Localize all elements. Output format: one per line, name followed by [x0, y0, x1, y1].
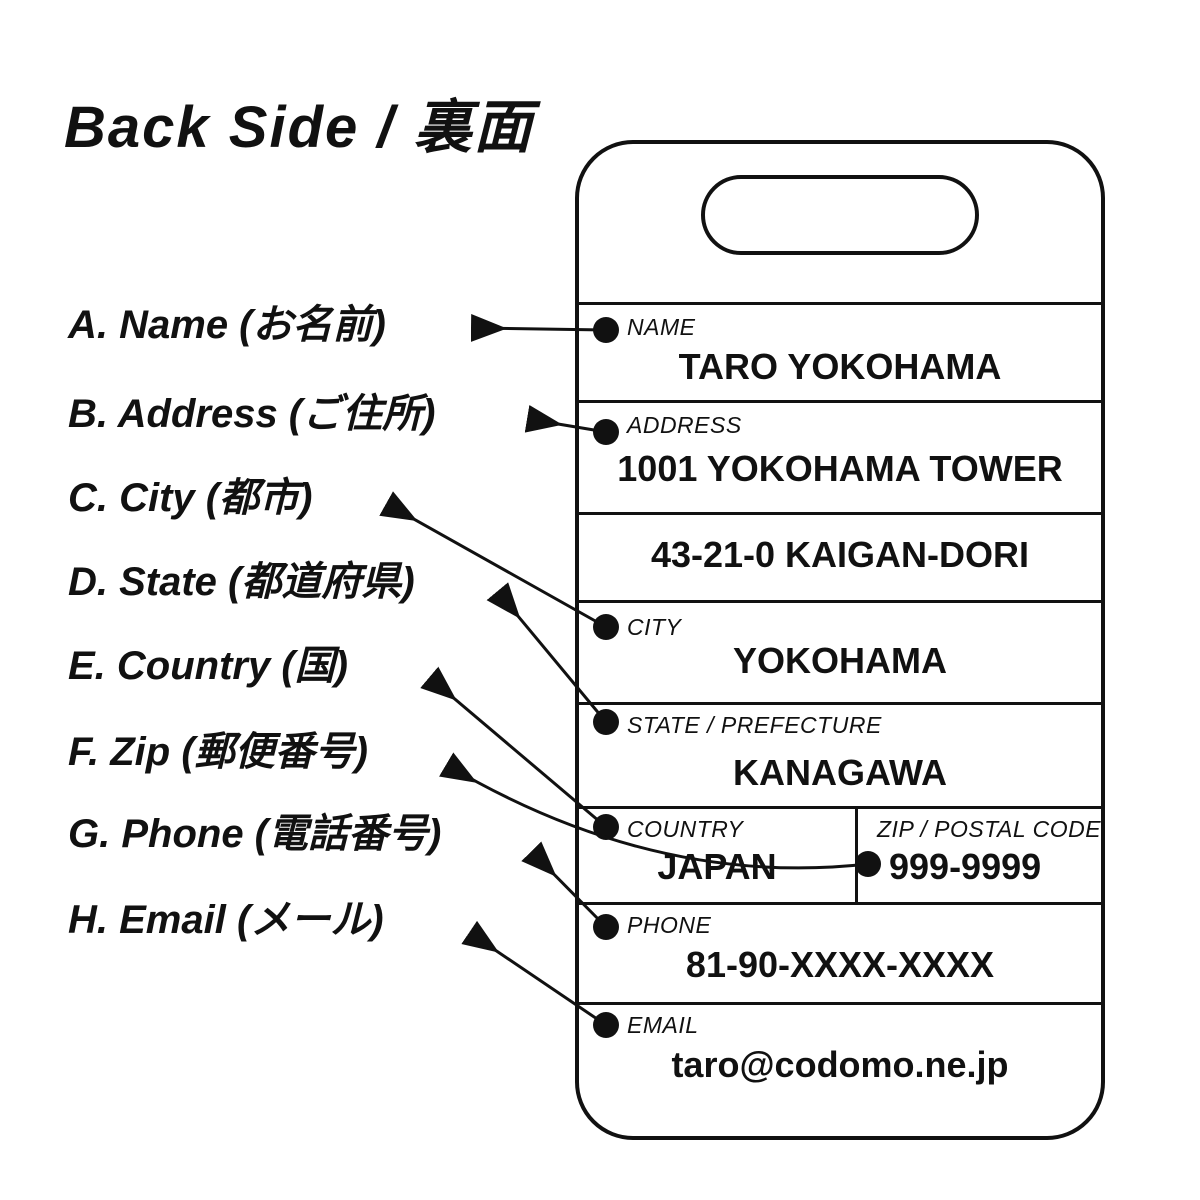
divider	[579, 302, 1101, 305]
email-field-label: EMAIL	[627, 1012, 699, 1038]
connector-line	[379, 491, 607, 629]
divider	[579, 806, 1101, 809]
luggage-tag: NAME TARO YOKOHAMA ADDRESS 1001 YOKOHAMA…	[575, 140, 1105, 1140]
legend-item-email: H. Email (メール)	[68, 898, 384, 942]
divider	[579, 400, 1101, 403]
divider	[579, 512, 1101, 515]
zip-field-value: 999-9999	[889, 846, 1042, 887]
legend-item-phone: G. Phone (電話番号)	[68, 812, 442, 856]
name-field-value: TARO YOKOHAMA	[678, 346, 1002, 387]
city-field-value: YOKOHAMA	[733, 640, 947, 681]
name-field-label: NAME	[627, 314, 696, 340]
tag-handle-slot	[701, 175, 979, 255]
divider	[579, 902, 1101, 905]
state-field-label: STATE / PREFECTURE	[627, 712, 882, 738]
legend-item-zip: F. Zip (郵便番号)	[68, 730, 368, 774]
country-field-value: JAPAN	[657, 846, 777, 887]
state-field-value: KANAGAWA	[733, 752, 947, 793]
phone-field-label: PHONE	[627, 912, 712, 938]
legend-item-city: C. City (都市)	[68, 476, 313, 520]
divider	[579, 702, 1101, 705]
address-field-label: ADDRESS	[627, 412, 742, 438]
phone-field-value: 81-90-XXXX-XXXX	[685, 944, 995, 985]
divider	[579, 1002, 1101, 1005]
legend-item-address: B. Address (ご住所)	[68, 392, 436, 436]
email-field-value: taro@codomo.ne.jp	[671, 1044, 1009, 1085]
country-field-label: COUNTRY	[627, 816, 744, 842]
divider-country-zip	[855, 806, 858, 905]
address-field-value-line1: 1001 YOKOHAMA TOWER	[617, 448, 1063, 489]
divider	[579, 600, 1101, 603]
legend-item-state: D. State (都道府県)	[68, 560, 415, 604]
address-field-value-line2: 43-21-0 KAIGAN-DORI	[650, 534, 1030, 575]
legend-item-country: E. Country (国)	[68, 644, 348, 688]
page-title: Back Side / 裏面	[64, 95, 534, 160]
city-field-label: CITY	[627, 614, 682, 640]
zip-field-label: ZIP / POSTAL CODE	[877, 816, 1102, 842]
legend-item-name: A. Name (お名前)	[68, 303, 386, 347]
